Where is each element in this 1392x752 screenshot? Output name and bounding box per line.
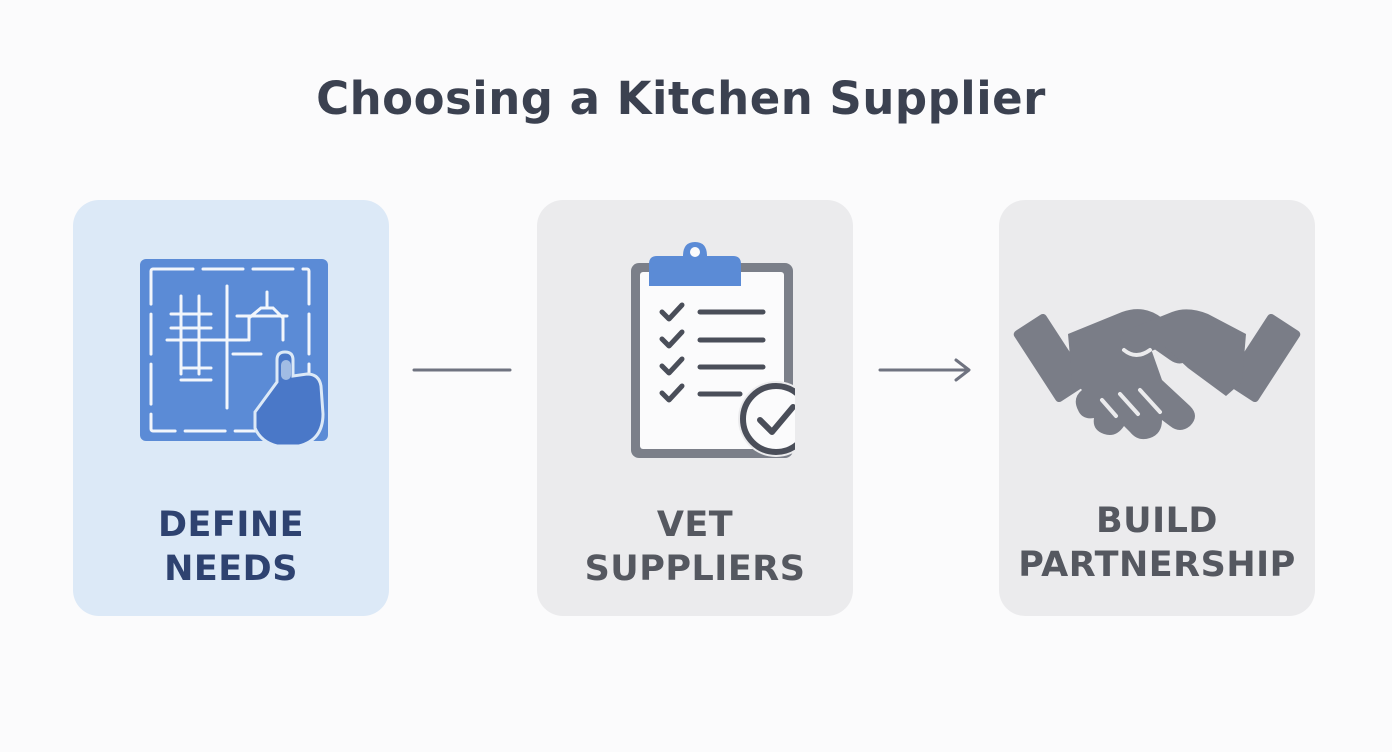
step-card-vet-suppliers: VET SUPPLIERS [537, 200, 853, 616]
step-label-line1: DEFINE [157, 505, 305, 545]
step-label: BUILD PARTNERSHIP [999, 499, 1315, 587]
step-label-line2: PARTNERSHIP [1018, 545, 1296, 585]
step-label: DEFINE NEEDS [73, 503, 389, 591]
step-label-line1: BUILD [1096, 501, 1218, 541]
connector-line [412, 368, 512, 372]
step-label-line2: NEEDS [164, 549, 298, 589]
step-label-line1: VET [656, 505, 734, 545]
step-card-build-partnership: BUILD PARTNERSHIP [999, 200, 1315, 616]
blueprint-detail-icon [140, 259, 325, 448]
step-label: VET SUPPLIERS [537, 503, 853, 591]
handshake-icon [999, 230, 1315, 470]
connector-arrow [878, 358, 971, 382]
step-label-line2: SUPPLIERS [584, 549, 806, 589]
diagram-title: Choosing a Kitchen Supplier [316, 72, 1046, 125]
checklist-clipboard-icon [537, 230, 853, 470]
